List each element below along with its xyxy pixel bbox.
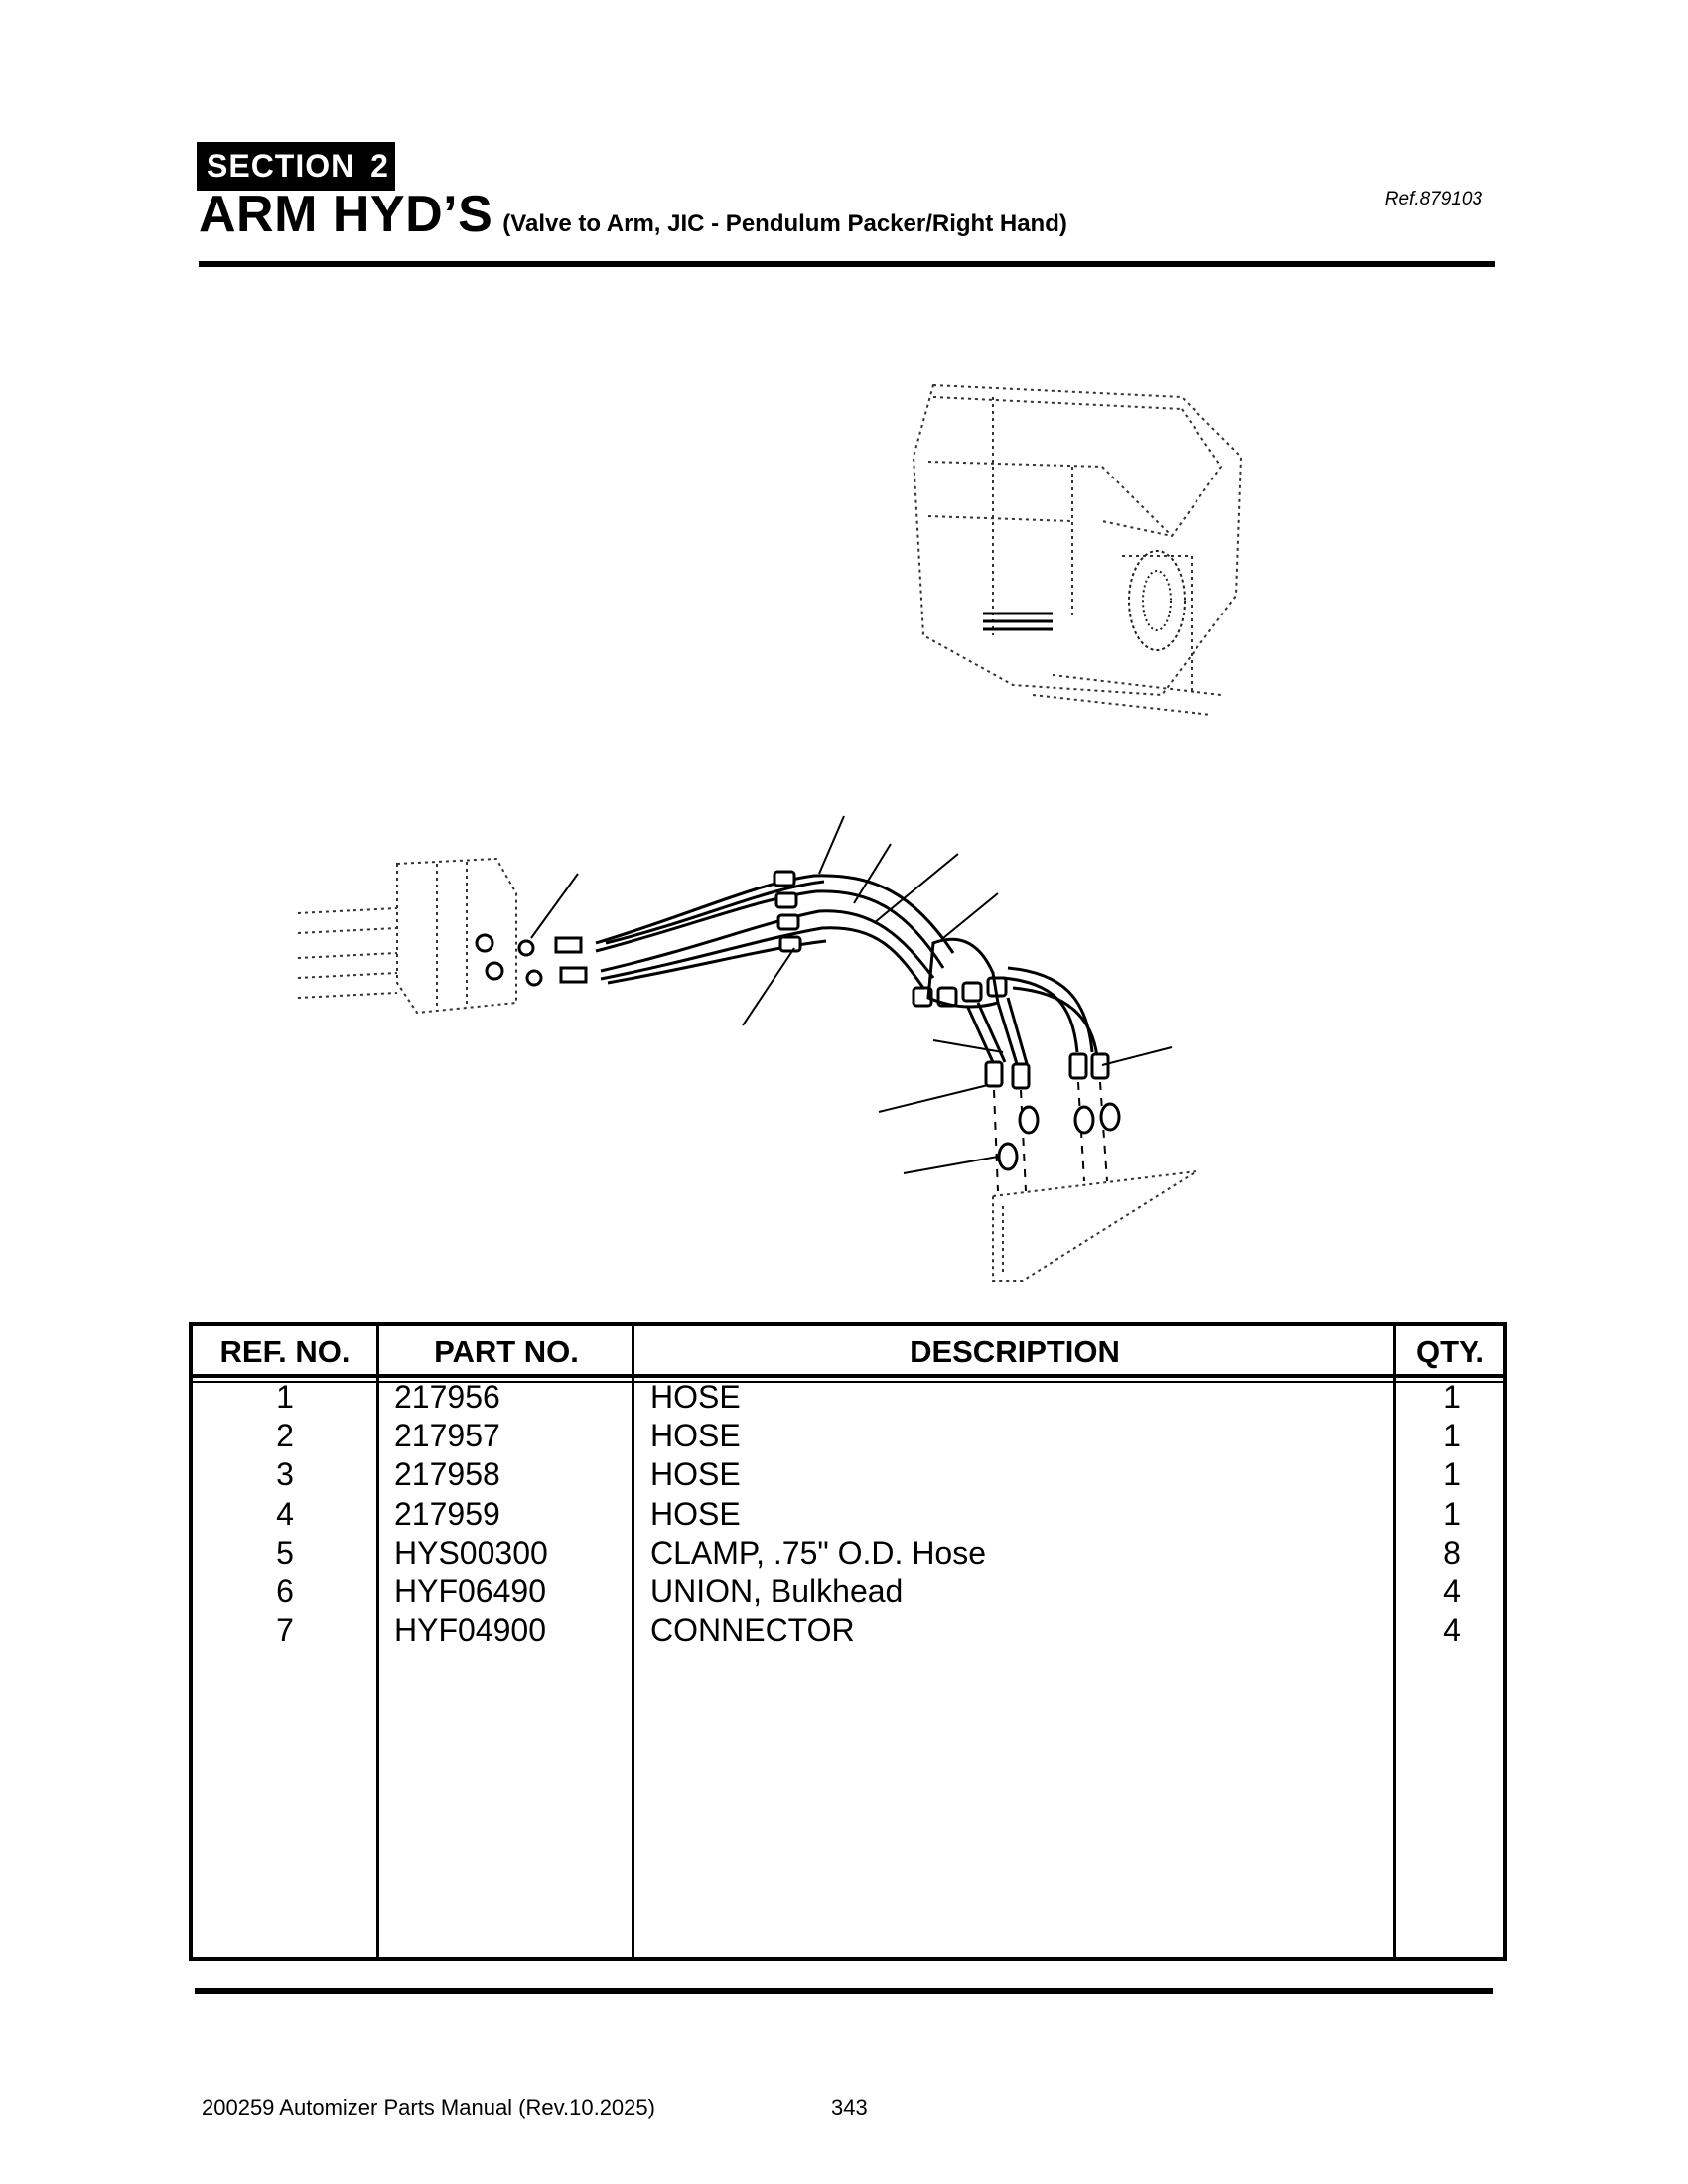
cell-part: HYF06490 [394,1572,546,1609]
parts-table: REF. NO. PART NO. DESCRIPTION QTY. 1 217… [189,1322,1507,1961]
cell-desc: UNION, Bulkhead [650,1572,904,1609]
cell-ref: 5 [276,1534,294,1570]
column-divider [632,1326,634,1957]
cell-qty: 1 [1443,1379,1461,1415]
title-subtitle: (Valve to Arm, JIC - Pendulum Packer/Rig… [502,210,1067,237]
column-divider [376,1326,379,1957]
table-row: 1 217956 HOSE 1 [193,1378,1503,1417]
cell-qty: 4 [1443,1572,1461,1609]
bottom-rule [195,1988,1493,1994]
cell-part: 217956 [394,1379,500,1415]
footer-page-number: 343 [831,2095,868,2119]
table-row: 6 HYF06490 UNION, Bulkhead 4 [193,1572,1503,1611]
cell-ref: 4 [276,1495,294,1532]
connector-lines [993,1081,1108,1192]
cell-qty: 1 [1443,1418,1461,1454]
header-double-rule [193,1381,1503,1383]
truck-body-inset [912,383,1243,716]
cell-desc: HOSE [650,1495,741,1532]
page-title: ARM HYD’S (Valve to Arm, JIC - Pendulum P… [199,185,1067,244]
leader-lines [530,815,1173,1174]
cell-ref: 7 [276,1612,294,1649]
cell-qty: 1 [1443,1495,1461,1532]
reference-number: Ref.879103 [1384,189,1482,209]
cell-ref: 2 [276,1418,294,1454]
cell-desc: CLAMP, .75" O.D. Hose [650,1534,987,1570]
table-row: 3 217958 HOSE 1 [193,1455,1503,1494]
title-main: ARM HYD’S [199,186,493,243]
cell-qty: 1 [1443,1456,1461,1493]
parts-diagram [297,383,1243,1282]
cell-desc: HOSE [650,1379,741,1415]
cell-qty: 4 [1443,1612,1461,1649]
drop-hoses [966,966,1099,1068]
table-row: 7 HYF04900 CONNECTOR 4 [193,1611,1503,1650]
connectors [997,1102,1121,1171]
arm-detail-inset [983,550,1186,651]
col-part-no: PART NO. [434,1334,579,1369]
hose-clamps [773,870,1008,1008]
table-row: 5 HYS00300 CLAMP, .75" O.D. Hose 8 [193,1534,1503,1572]
valve-fittings [475,933,588,987]
mount-plate [992,1170,1197,1282]
footer-manual-title: 200259 Automizer Parts Manual (Rev.10.20… [202,2095,655,2119]
cell-ref: 6 [276,1572,294,1609]
cell-part: HYF04900 [394,1612,546,1649]
table-body: 1 217956 HOSE 1 2 217957 HOSE 1 3 217958… [193,1378,1503,1650]
cell-desc: CONNECTOR [650,1612,855,1649]
cell-ref: 1 [276,1379,294,1415]
table-row: 4 217959 HOSE 1 [193,1495,1503,1534]
table-header: REF. NO. PART NO. DESCRIPTION QTY. [193,1326,1503,1378]
hose-bundle [595,874,955,989]
cell-qty: 8 [1443,1534,1461,1570]
col-ref-no: REF. NO. [219,1334,351,1369]
cell-part: 217957 [394,1418,500,1454]
cell-part: 217958 [394,1456,500,1493]
col-description: DESCRIPTION [910,1334,1120,1369]
cell-part: 217959 [394,1495,500,1532]
bulkhead-plate [926,937,1000,1009]
cell-part: HYS00300 [394,1534,548,1570]
column-divider [1393,1326,1396,1957]
table-row: 2 217957 HOSE 1 [193,1417,1503,1455]
cell-ref: 3 [276,1456,294,1493]
cell-desc: HOSE [650,1456,741,1493]
cell-desc: HOSE [650,1418,741,1454]
top-rule [199,261,1495,267]
section-badge: SECTION 2 [197,142,395,191]
valve-block [297,857,517,1015]
bulkhead-unions [984,1052,1110,1090]
col-qty: QTY. [1416,1334,1484,1369]
